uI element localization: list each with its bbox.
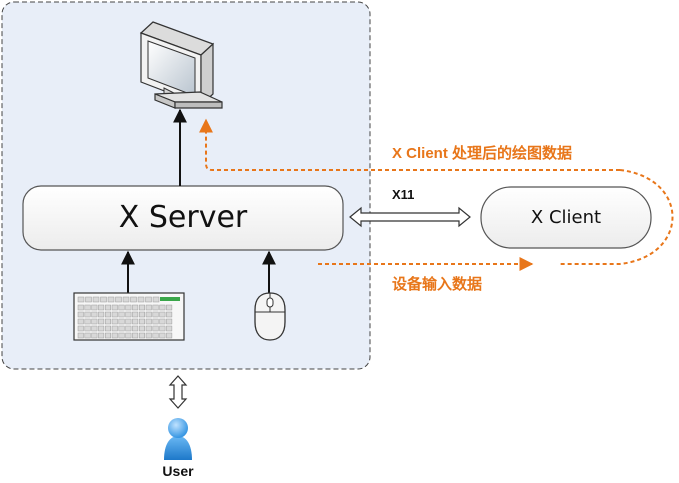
x11-double-arrow xyxy=(349,206,471,228)
user-label: User xyxy=(162,463,194,479)
x11-protocol-label: X11 xyxy=(392,187,415,202)
orange-loop xyxy=(560,169,674,265)
x-server-box xyxy=(22,185,344,251)
x-client-label: X Client xyxy=(530,207,602,228)
monitor-icon xyxy=(139,21,223,109)
input-flow-label: 设备输入数据 xyxy=(392,276,483,293)
x-server-label: X Server xyxy=(118,200,248,235)
user-icon xyxy=(164,418,192,460)
x-client-box xyxy=(480,186,652,249)
mouse-icon xyxy=(254,292,286,341)
keyboard-icon xyxy=(73,292,185,341)
display-flow-label: X Client 处理后的绘图数据 xyxy=(392,145,573,162)
user-double-arrow xyxy=(168,375,188,409)
display-flow-arrow xyxy=(199,118,620,171)
